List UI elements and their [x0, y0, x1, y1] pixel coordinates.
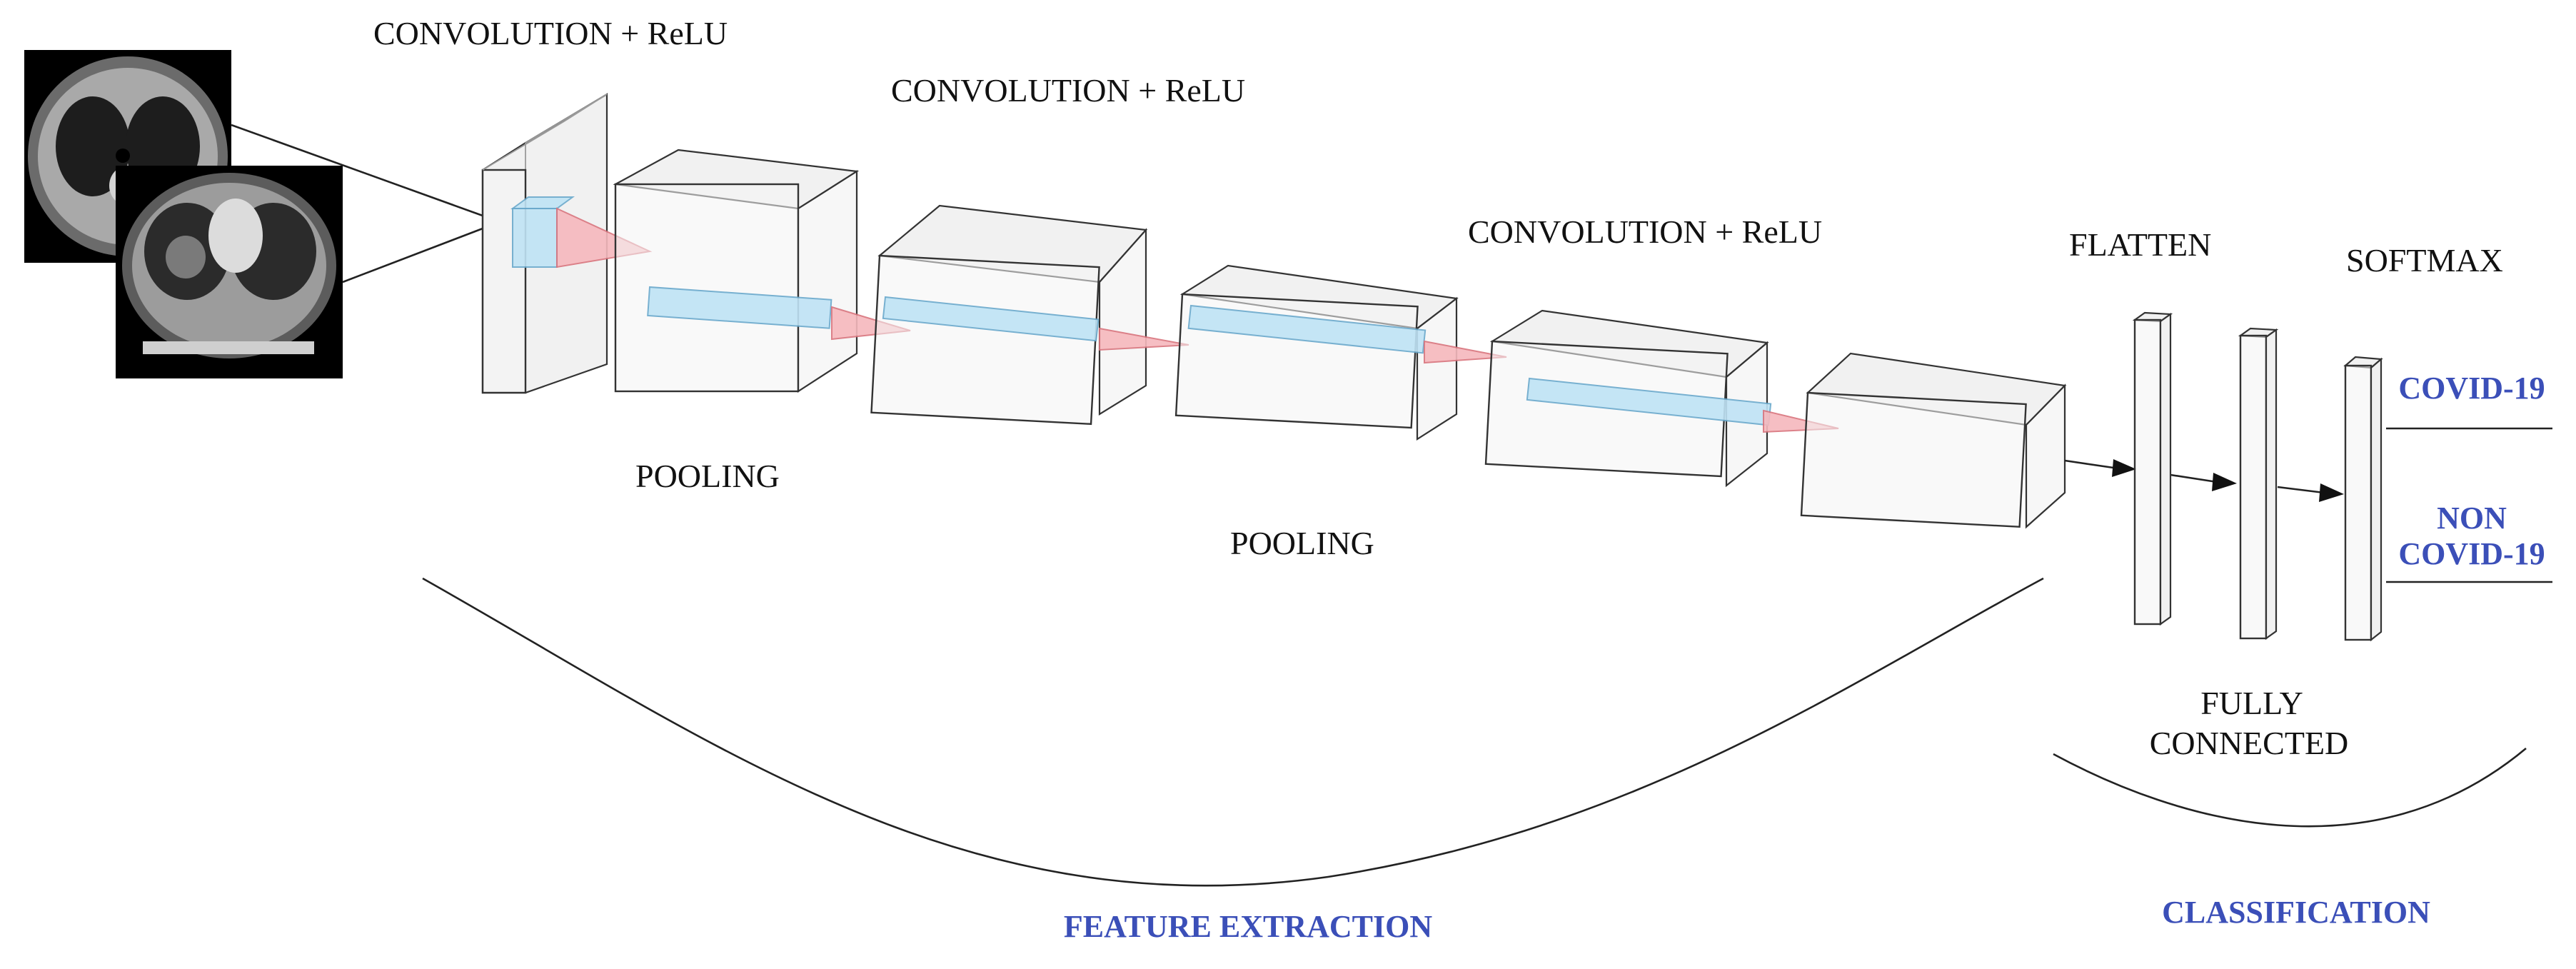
- filter-cone-3: [1099, 327, 1189, 351]
- label-fully-connected-2: CONNECTED: [2150, 725, 2349, 761]
- filter-cone-4: [1424, 340, 1507, 364]
- label-flatten: FLATTEN: [2069, 226, 2211, 263]
- label-output-covid: COVID-19: [2398, 371, 2545, 406]
- flatten-column: [2132, 311, 2173, 626]
- label-classification: CLASSIFICATION: [2162, 895, 2430, 930]
- label-output-non-2: COVID-19: [2398, 536, 2545, 571]
- conv-layer-3: [1484, 309, 1839, 488]
- label-conv-2: CONVOLUTION + ReLU: [891, 72, 1245, 109]
- label-softmax: SOFTMAX: [2346, 242, 2503, 278]
- arrow-head-2: [2212, 473, 2237, 491]
- label-fully-connected-1: FULLY: [2200, 685, 2303, 721]
- pool-layer-2: [1174, 264, 1507, 441]
- dense-arrows: [2064, 459, 2344, 502]
- label-pool-2: POOLING: [1230, 525, 1374, 561]
- label-conv-3: CONVOLUTION + ReLU: [1468, 214, 1822, 250]
- arrow-head-1: [2112, 459, 2136, 477]
- feature-map-final: [1800, 352, 2067, 529]
- label-output-non-1: NON: [2437, 501, 2507, 536]
- projection-line-bottom: [342, 227, 483, 283]
- classification-brace: [2053, 748, 2527, 828]
- input-ct-images: [24, 50, 343, 378]
- conv-layer-1: [481, 93, 653, 394]
- fully-connected-column: [2238, 327, 2279, 641]
- softmax-column: [2343, 356, 2383, 642]
- conv-layer-2: [870, 204, 1189, 426]
- feature-extraction-brace: [422, 577, 2044, 887]
- label-feature-extraction: FEATURE EXTRACTION: [1064, 909, 1432, 944]
- pool-layer-1: [613, 149, 911, 393]
- label-conv-1: CONVOLUTION + ReLU: [373, 15, 728, 51]
- label-pool-1: POOLING: [635, 458, 780, 494]
- projection-line-top: [231, 124, 483, 217]
- arrow-head-3: [2319, 483, 2344, 502]
- ct-scan-image-front: [116, 166, 343, 378]
